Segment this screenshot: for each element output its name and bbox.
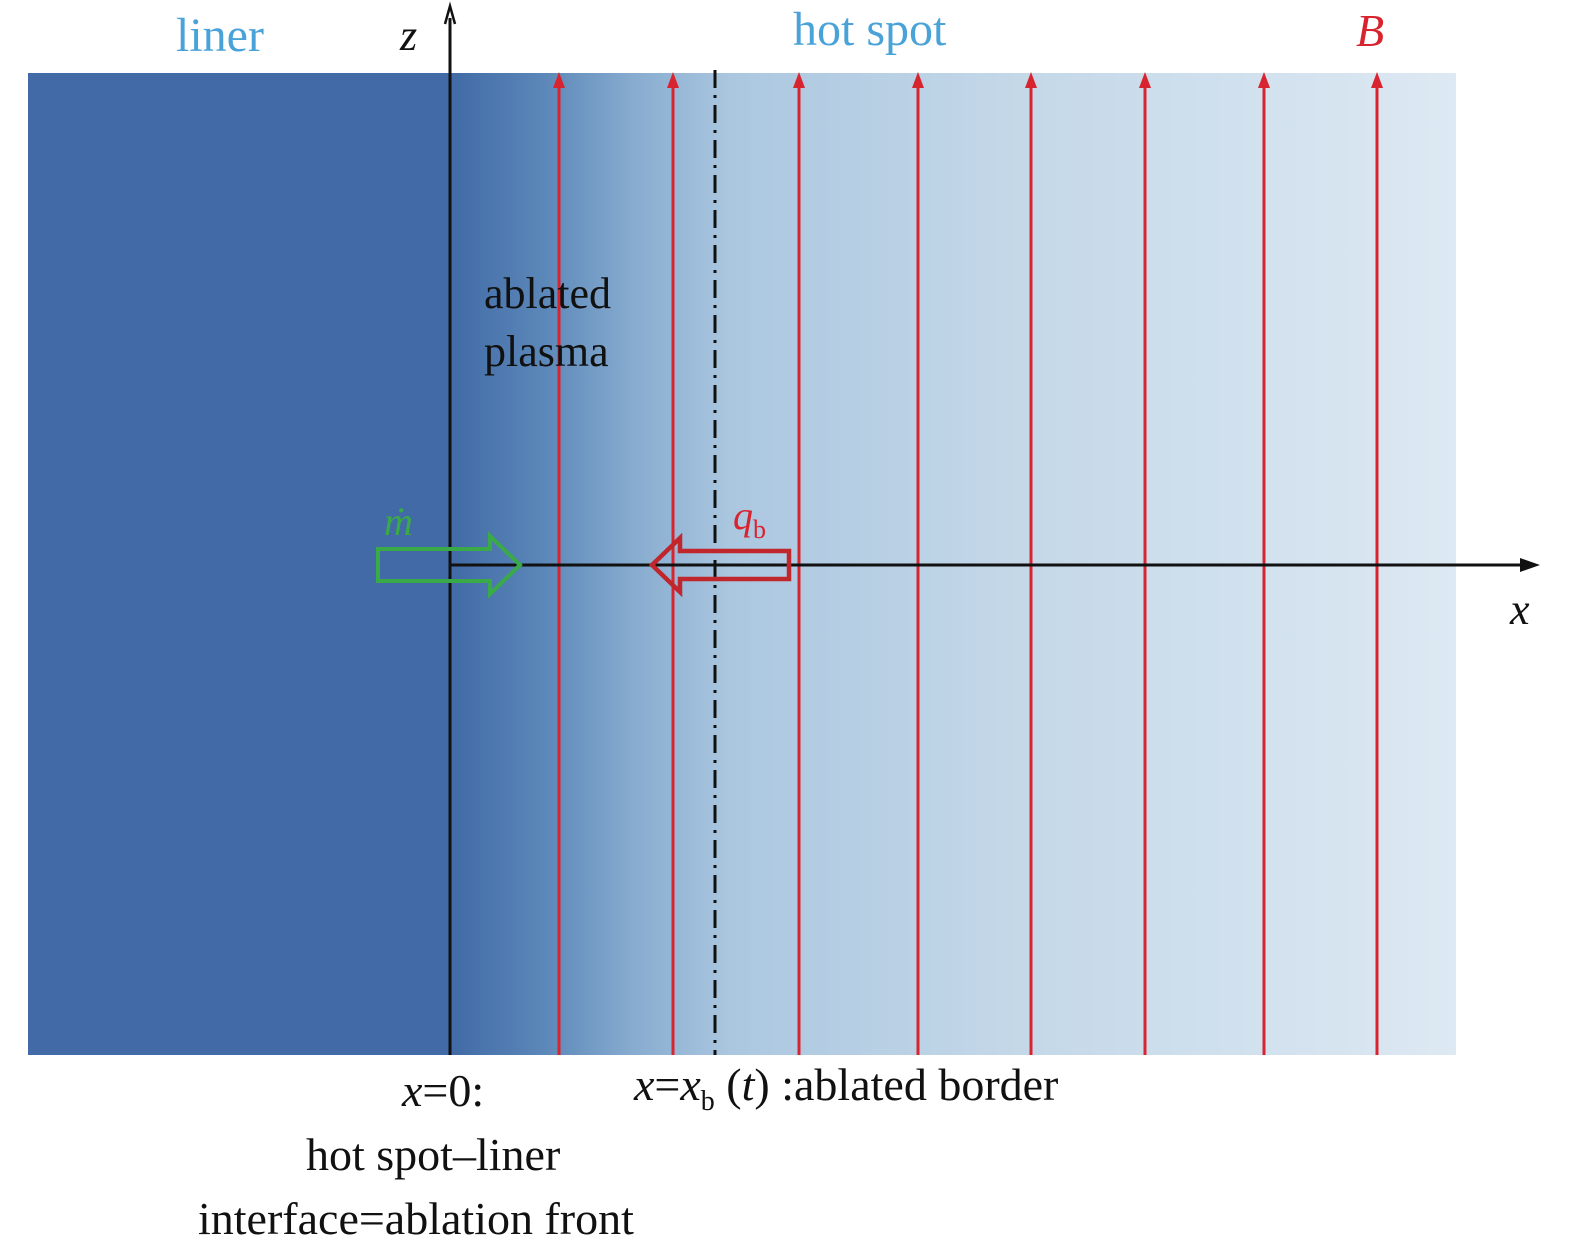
x-axis-arrowhead bbox=[1520, 558, 1540, 572]
field-arrowheads bbox=[553, 72, 1383, 88]
qb-sub: b bbox=[753, 515, 766, 544]
origin-rest: =0: bbox=[422, 1065, 485, 1116]
magnetic-field-lines bbox=[557, 80, 1379, 1055]
qb-label: qb bbox=[733, 496, 766, 543]
liner-label: liner bbox=[176, 9, 264, 62]
border-x2: x bbox=[680, 1059, 701, 1110]
border-open: ( bbox=[714, 1059, 742, 1110]
border-x1: x bbox=[634, 1059, 655, 1110]
origin-line1: x=0: bbox=[402, 1068, 484, 1114]
ablated-plasma-line1: ablated bbox=[484, 269, 612, 318]
border-t: t bbox=[741, 1059, 755, 1110]
qb-q: q bbox=[733, 493, 753, 538]
x-axis-label: x bbox=[1510, 585, 1530, 634]
ablated-plasma-line2: plasma bbox=[484, 327, 609, 376]
b-field-label: B bbox=[1356, 5, 1385, 56]
qb-arrow bbox=[648, 532, 792, 598]
origin-x: x bbox=[402, 1065, 423, 1116]
mdot-arrow bbox=[376, 531, 523, 599]
mdot-label: ṁ bbox=[384, 499, 413, 544]
border-eq: = bbox=[654, 1059, 681, 1110]
origin-line2: hot spot–liner bbox=[306, 1129, 561, 1180]
liner-region bbox=[28, 73, 450, 1055]
z-axis-arrowhead bbox=[443, 1, 457, 25]
origin-line3: interface=ablation front bbox=[198, 1193, 634, 1244]
border-close: ) :ablated border bbox=[754, 1059, 1059, 1110]
z-axis-label: z bbox=[400, 11, 418, 60]
hot-spot-label: hot spot bbox=[793, 3, 947, 56]
ablated-border-label: x=xb (t) :ablated border bbox=[634, 1062, 1058, 1116]
border-sub: b bbox=[700, 1086, 715, 1118]
